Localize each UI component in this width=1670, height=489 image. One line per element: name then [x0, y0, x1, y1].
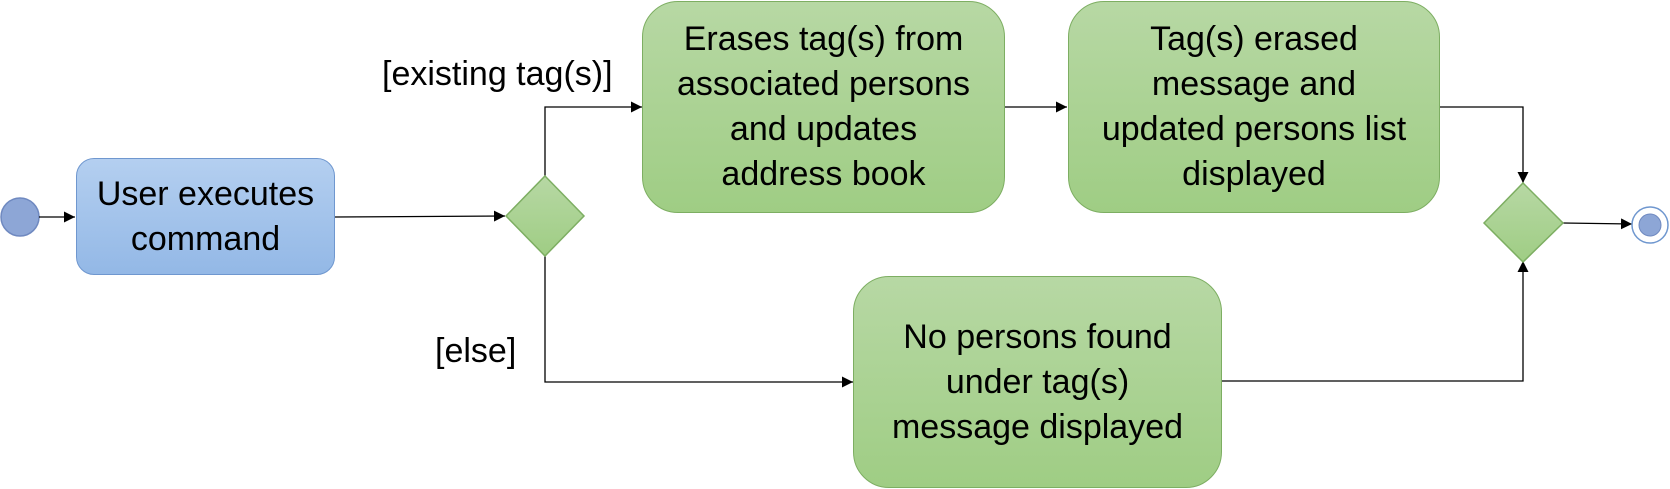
action-label-line: under tag(s) [945, 362, 1130, 401]
action-no-persons-message: No persons found under tag(s) message di… [853, 276, 1222, 488]
edge-no-persons-to-merge [1222, 261, 1529, 382]
action-tags-erased-message: Tag(s) erased message and updated person… [1068, 1, 1440, 213]
edge-decision-to-erase [544, 101, 642, 176]
action-label-line: and updates [729, 110, 918, 148]
action-label-line: message and [1151, 65, 1357, 103]
edge-message-to-merge [1440, 106, 1529, 183]
edge-merge-to-end [1562, 218, 1633, 230]
decision-diamond [504, 174, 586, 258]
end-node [1638, 213, 1662, 237]
guard-else: [else] [435, 332, 517, 370]
action-erase-tags: Erases tag(s) from associated persons an… [642, 1, 1005, 213]
action-label-line: No persons found [903, 317, 1172, 356]
edge-decision-to-no-persons [544, 256, 853, 388]
action-label-line: message displayed [891, 407, 1184, 446]
action-label-line: User executes [96, 174, 315, 213]
action-label-line: displayed [1182, 155, 1326, 193]
action-user-executes-command: User executes command [76, 158, 335, 275]
action-label-line: address book [721, 155, 926, 193]
action-label-line: associated persons [677, 65, 970, 103]
action-label-line: Tag(s) erased [1150, 20, 1358, 58]
action-label-line: updated persons list [1101, 110, 1407, 148]
merge-diamond [1482, 181, 1565, 264]
guard-existing-tags: [existing tag(s)] [382, 55, 613, 93]
action-label-line: command [130, 219, 281, 258]
action-label-line: Erases tag(s) from [683, 20, 964, 58]
edge-user-to-decision [334, 210, 506, 222]
start-node [0, 197, 40, 237]
